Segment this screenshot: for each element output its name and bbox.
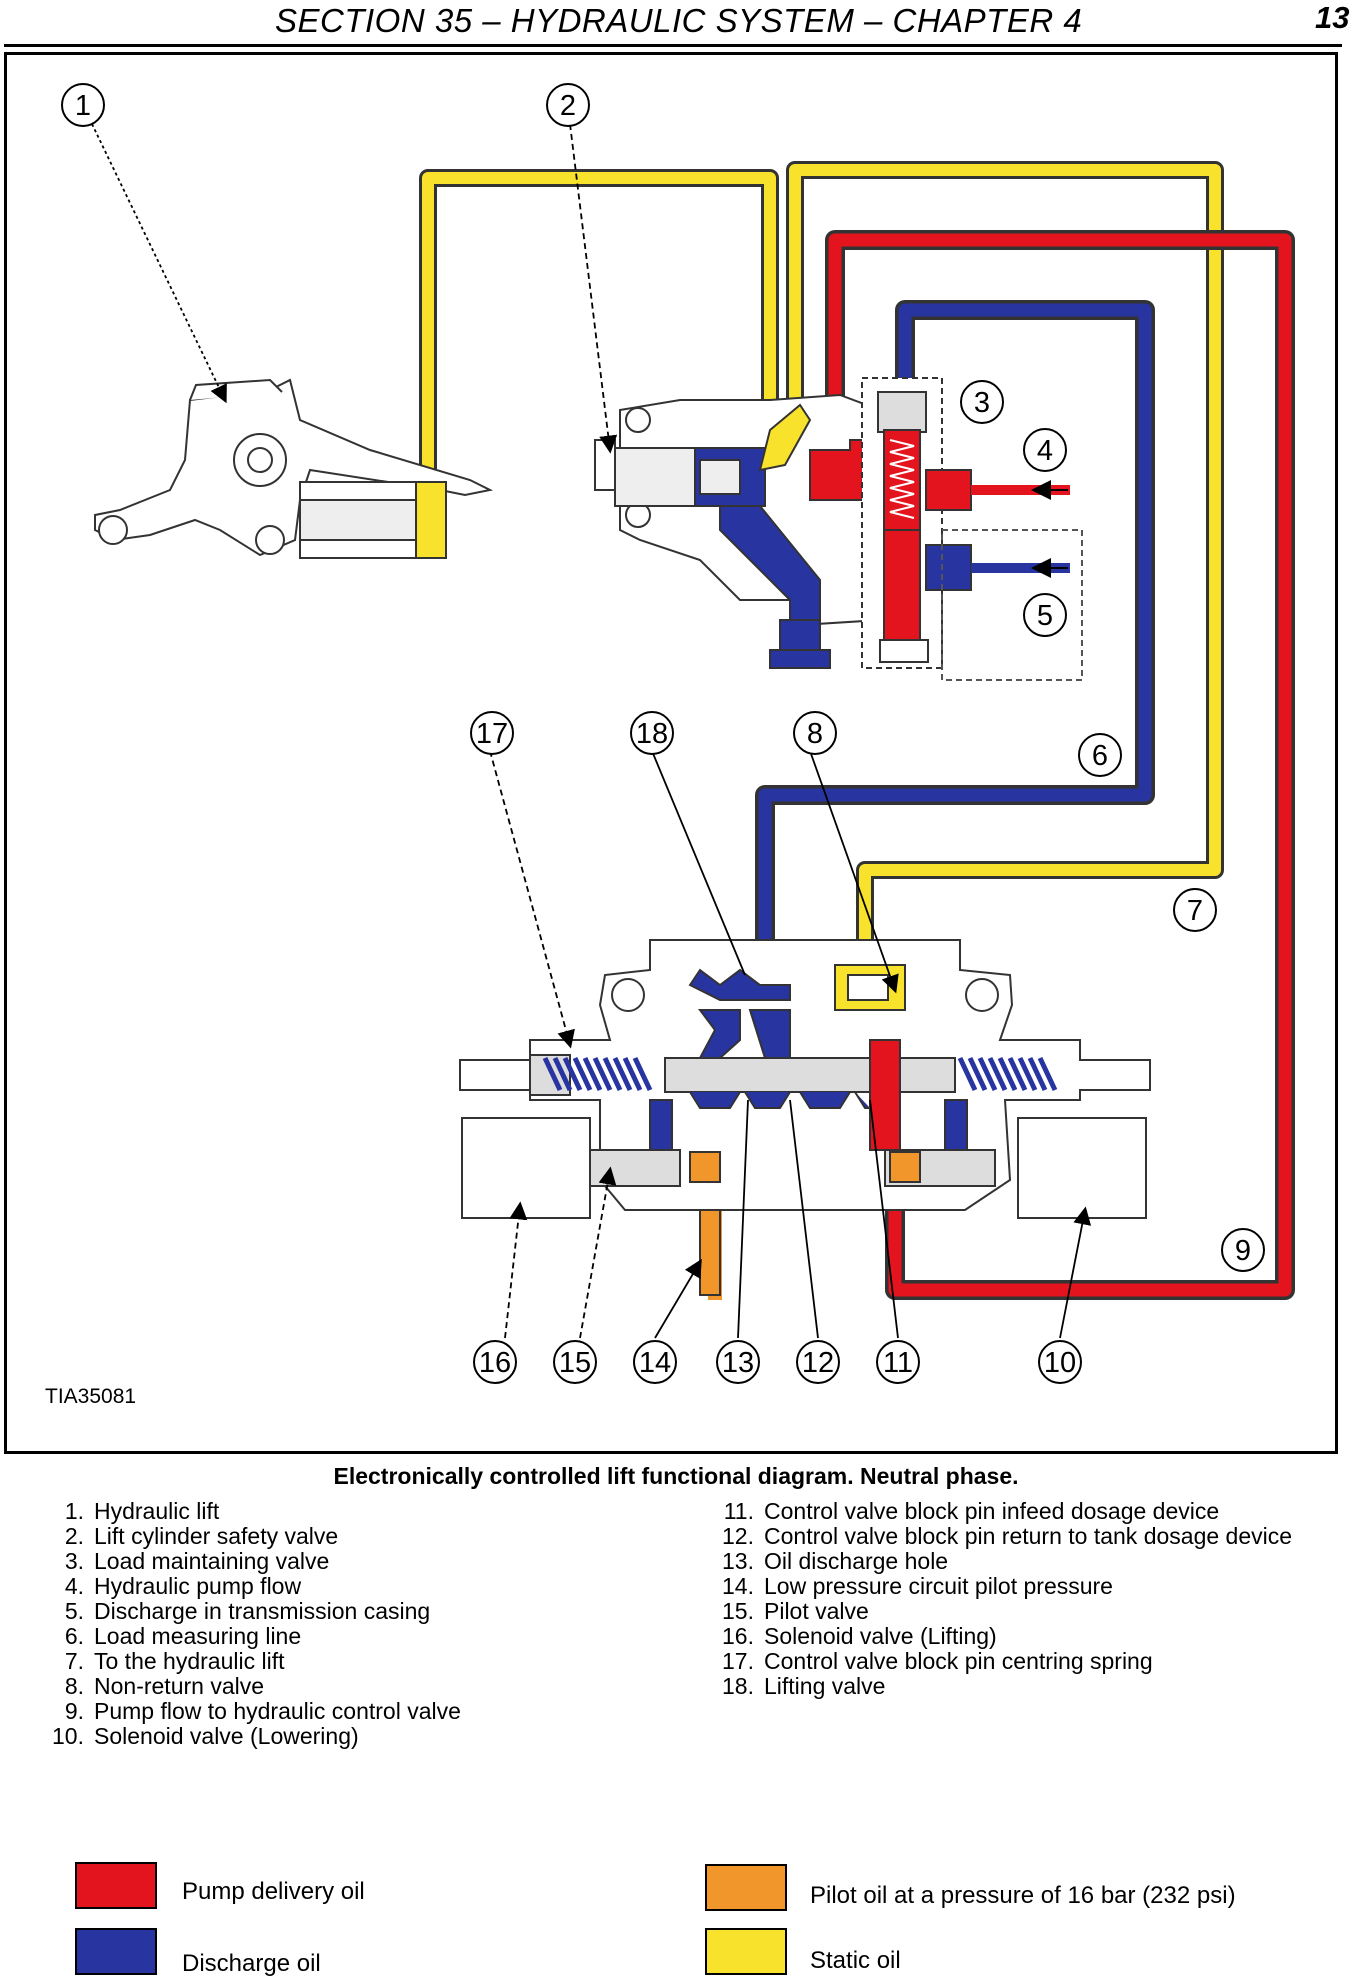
callout-10: 10 — [1038, 1340, 1082, 1384]
pump-delivery-lines — [825, 230, 1295, 1300]
svg-text:10: 10 — [1044, 1347, 1076, 1379]
figure-reference: TIA35081 — [45, 1385, 136, 1408]
callout-12: 12 — [796, 1340, 840, 1384]
svg-text:14: 14 — [639, 1347, 671, 1379]
callout-11: 11 — [876, 1340, 920, 1384]
legend-item: 13.Oil discharge hole — [722, 1548, 949, 1574]
color-swatch-pilot — [705, 1864, 787, 1911]
callout-16: 16 — [473, 1340, 517, 1384]
legend-list-left: 1.Hydraulic lift 2.Lift cylinder safety … — [30, 1499, 670, 1749]
callout-1: 1 — [61, 83, 105, 127]
svg-text:16: 16 — [479, 1347, 511, 1379]
callout-15: 15 — [553, 1340, 597, 1384]
load-maintaining-valve-block — [594, 377, 1083, 681]
legend-item: 14.Low pressure circuit pilot pressure — [722, 1573, 1113, 1599]
svg-text:2: 2 — [560, 90, 576, 122]
hydraulic-lift — [94, 378, 494, 559]
header-rule — [4, 44, 1342, 47]
discharge-lines — [755, 300, 1155, 985]
callout-7: 7 — [1173, 888, 1217, 932]
legend-item: 4.Hydraulic pump flow — [64, 1573, 302, 1599]
page-number: 13 — [1315, 0, 1350, 35]
svg-text:13: 13 — [722, 1347, 754, 1379]
legend-item: 3.Load maintaining valve — [64, 1548, 330, 1574]
figure-caption: Electronically controlled lift functiona… — [333, 1463, 1019, 1489]
hydraulic-diagram: 1 2 3 4 5 6 7 8 9 10 11 12 13 14 15 16 1… — [45, 83, 1295, 1408]
page-header: SECTION 35 – HYDRAULIC SYSTEM – CHAPTER … — [0, 0, 1352, 50]
color-key-label: Pump delivery oil — [182, 1878, 365, 1905]
legend-item: 9.Pump flow to hydraulic control valve — [64, 1698, 461, 1724]
legend-item: 6.Load measuring line — [64, 1623, 302, 1649]
legend-item: 10.Solenoid valve (Lowering) — [52, 1723, 359, 1749]
callout-5: 5 — [1023, 593, 1067, 637]
callout-18: 18 — [630, 711, 674, 755]
svg-text:18: 18 — [636, 718, 668, 750]
callout-3: 3 — [960, 380, 1004, 424]
callout-2: 2 — [546, 83, 590, 127]
svg-text:6: 6 — [1092, 740, 1108, 772]
legend-item: 5.Discharge in transmission casing — [64, 1598, 431, 1624]
color-key-label: Pilot oil at a pressure of 16 bar (232 p… — [810, 1882, 1236, 1909]
legend-item: 17.Control valve block pin centring spri… — [722, 1648, 1153, 1674]
svg-text:15: 15 — [559, 1347, 591, 1379]
callout-17: 17 — [470, 711, 514, 755]
svg-text:4: 4 — [1037, 435, 1053, 467]
callout-13: 13 — [716, 1340, 760, 1384]
color-swatch-static — [705, 1928, 787, 1975]
legend-item: 12.Control valve block pin return to tan… — [722, 1523, 1293, 1549]
color-swatch-discharge — [75, 1928, 157, 1975]
callouts: 1 2 3 4 5 6 7 8 9 10 11 12 13 14 15 16 1… — [61, 83, 1265, 1384]
svg-text:1: 1 — [75, 90, 91, 122]
leader-lines — [91, 123, 1092, 1339]
callout-8: 8 — [793, 711, 837, 755]
svg-text:7: 7 — [1187, 895, 1203, 927]
color-swatch-pump-delivery — [75, 1862, 157, 1909]
control-valve-block — [459, 939, 1151, 1296]
svg-text:9: 9 — [1235, 1235, 1251, 1267]
legend-item: 18.Lifting valve — [722, 1673, 886, 1699]
legend-list-right: 11.Control valve block pin infeed dosage… — [700, 1499, 1320, 1699]
legend-item: 1.Hydraulic lift — [64, 1498, 220, 1524]
callout-4: 4 — [1023, 428, 1067, 472]
legend-item: 8.Non-return valve — [64, 1673, 265, 1699]
callout-14: 14 — [633, 1340, 677, 1384]
svg-text:8: 8 — [807, 718, 823, 750]
callout-6: 6 — [1078, 733, 1122, 777]
svg-text:12: 12 — [802, 1347, 834, 1379]
svg-text:5: 5 — [1037, 600, 1053, 632]
legend-item: 2.Lift cylinder safety valve — [64, 1523, 339, 1549]
svg-text:17: 17 — [476, 718, 508, 750]
color-key-label: Discharge oil — [182, 1950, 321, 1977]
legend-item: 7.To the hydraulic lift — [64, 1648, 285, 1674]
legend-item: 16.Solenoid valve (Lifting) — [722, 1623, 997, 1649]
legend-item: 11.Control valve block pin infeed dosage… — [723, 1498, 1220, 1524]
svg-text:3: 3 — [974, 387, 990, 419]
color-key-label: Static oil — [810, 1947, 901, 1974]
callout-9: 9 — [1221, 1228, 1265, 1272]
legend-item: 15.Pilot valve — [722, 1598, 869, 1624]
svg-text:11: 11 — [883, 1347, 913, 1379]
section-title: SECTION 35 – HYDRAULIC SYSTEM – CHAPTER … — [275, 2, 1083, 39]
